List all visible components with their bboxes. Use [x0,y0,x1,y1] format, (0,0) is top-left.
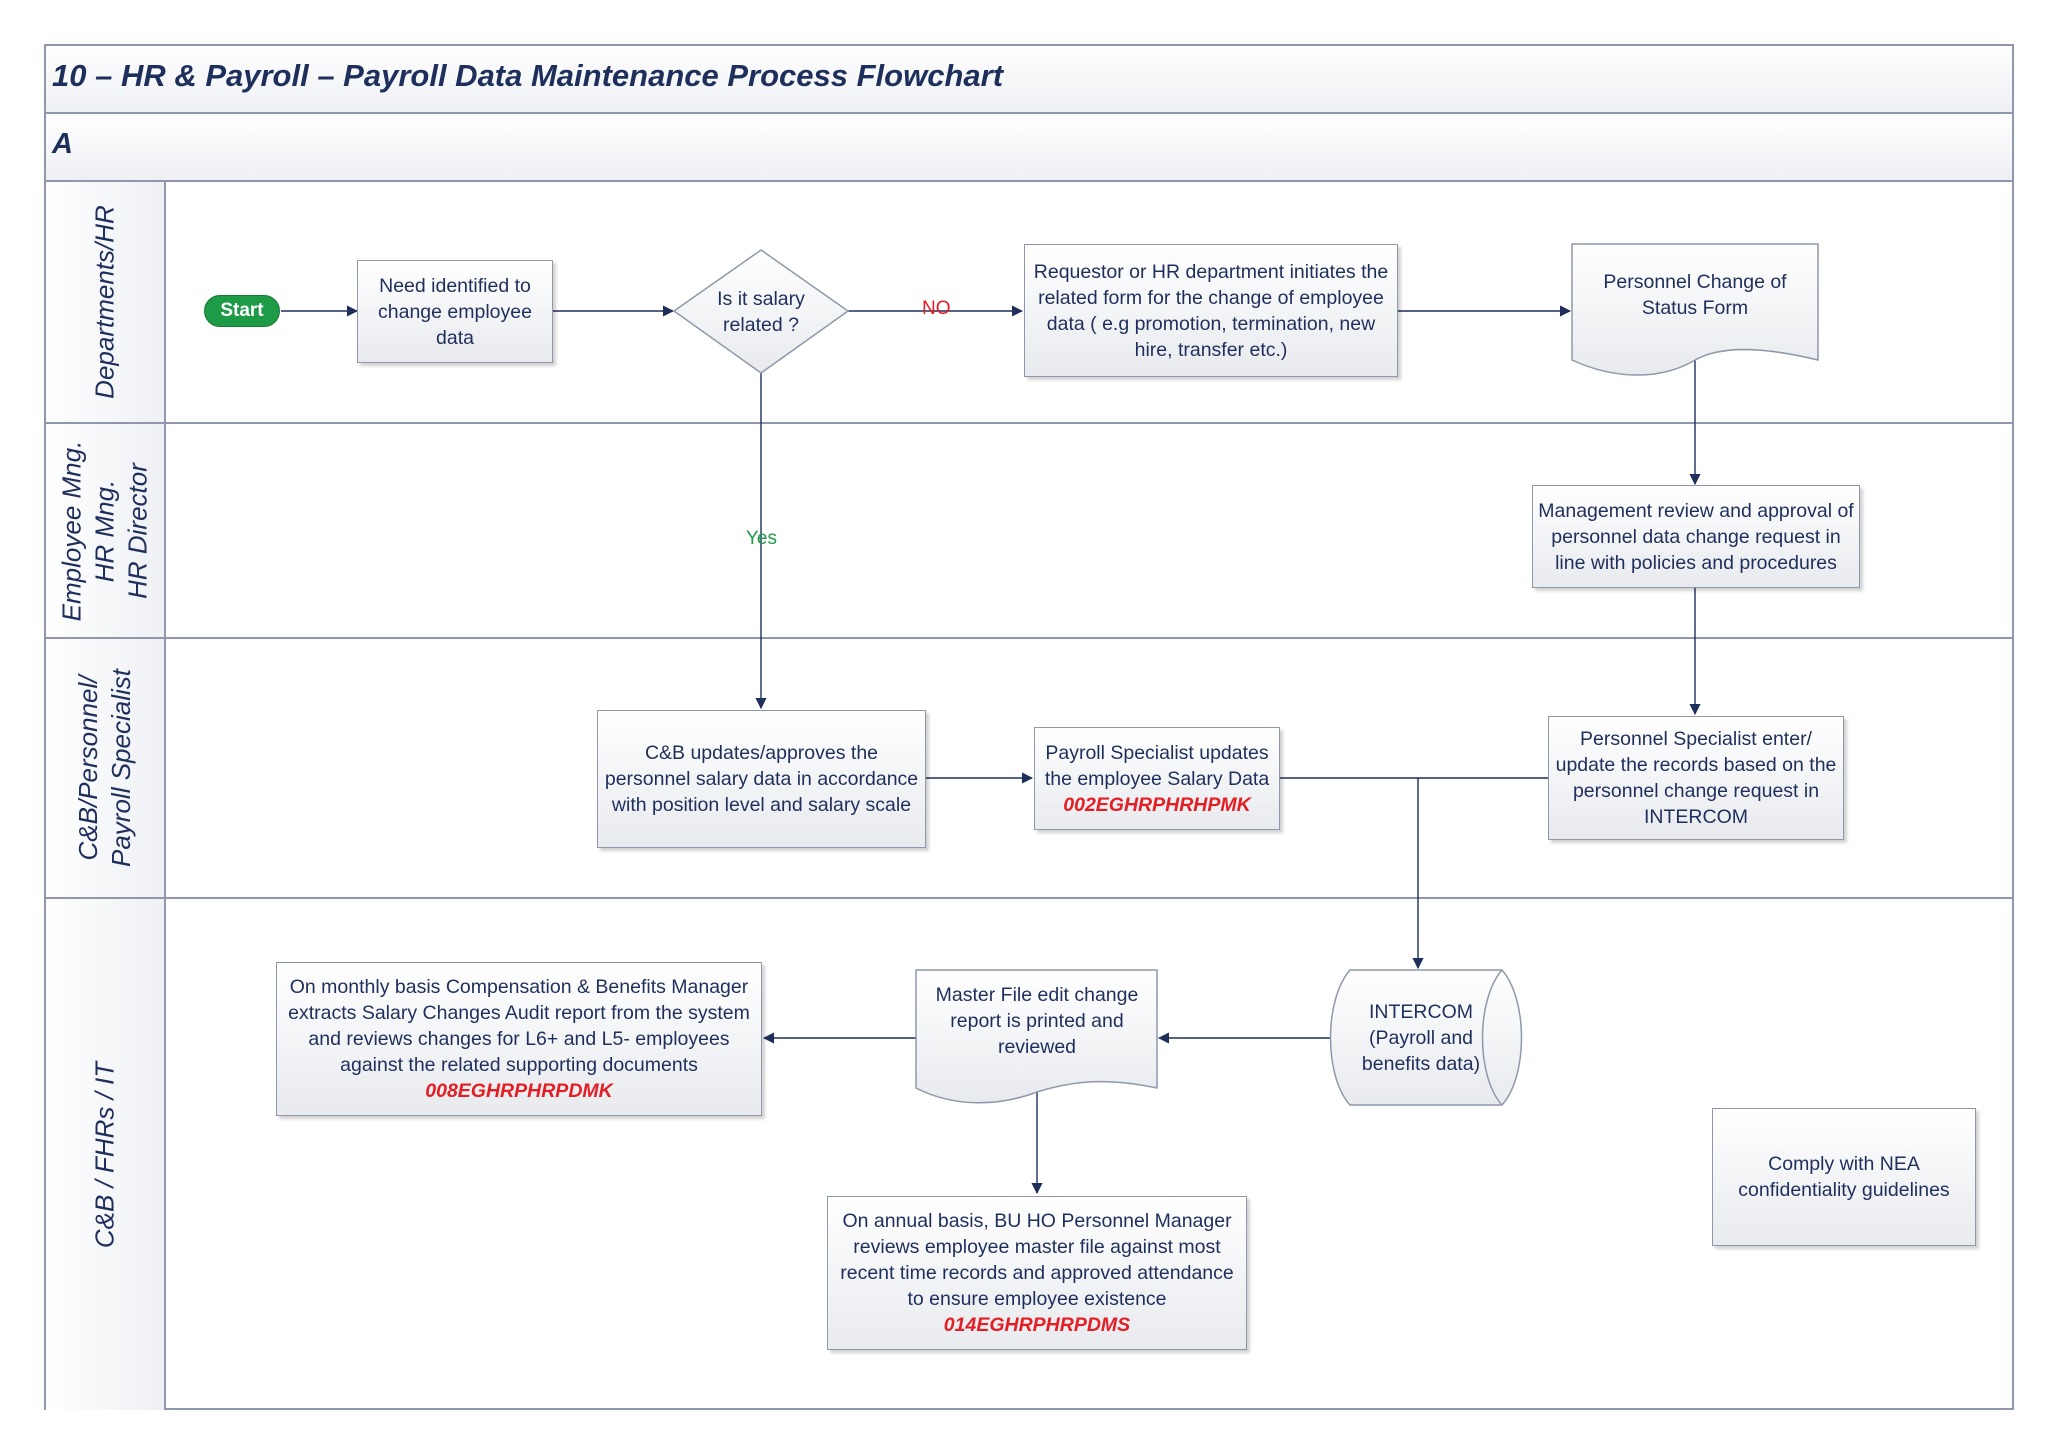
start-terminator: Start [204,295,280,327]
management-review-box: Management review and approval of person… [1532,485,1860,588]
database-shape-intercom-edge [1481,969,1503,1106]
initiate-form-box: Requestor or HR department initiates the… [1024,244,1398,377]
comply-box: Comply with NEA confidentiality guidelin… [1712,1108,1976,1246]
personnel-form-label: Personnel Change of Status Form [1603,271,1787,319]
edge-label-no: NO [922,298,951,319]
lane-management: Employee Mng. HR Mng. HR Director [46,424,2012,639]
document-shape-form [1571,243,1819,376]
monthly-review-box: On monthly basis Compensation & Benefits… [276,962,762,1116]
control-code: 008EGHRPHRPDMK [425,1080,613,1102]
lane-label: C&B / FHRs / IT [46,899,166,1410]
lane-payroll-specialist: C&B/Personnel/ Payroll Specialist [46,639,2012,899]
control-code: 002EGHRPHRHPMK [1063,793,1251,816]
personnel-specialist-box: Personnel Specialist enter/ update the r… [1548,716,1844,840]
document-shape-master-file [915,969,1158,1104]
control-code: 014EGHRPHRPDMS [943,1314,1131,1336]
title-bar: 10 – HR & Payroll – Payroll Data Mainten… [46,46,2012,114]
lane-label: Departments/HR [46,182,166,422]
lane-label: C&B/Personnel/ Payroll Specialist [46,639,166,897]
cb-updates-box: C&B updates/approves the personnel salar… [597,710,926,848]
decision-diamond [672,249,850,374]
lane-label: Employee Mng. HR Mng. HR Director [46,424,166,637]
decision-label: Is it salary related ? [717,288,805,336]
lane-cb-fhrs-it: C&B / FHRs / IT [46,899,2012,1410]
edge-label-yes: Yes [746,528,777,549]
lane-departments-hr: Departments/HR [46,182,2012,424]
master-file-label: Master File edit change report is printe… [935,984,1139,1058]
annual-review-box: On annual basis, BU HO Personnel Manager… [827,1196,1247,1350]
need-identified-box: Need identified to change employee data [357,260,553,363]
page-title: 10 – HR & Payroll – Payroll Data Mainten… [52,58,1004,93]
intercom-label: INTERCOM (Payroll and benefits data) [1361,1001,1481,1075]
payroll-update-box: Payroll Specialist updates the employee … [1034,727,1280,830]
section-bar: A [46,114,2012,182]
section-label: A [52,128,73,160]
